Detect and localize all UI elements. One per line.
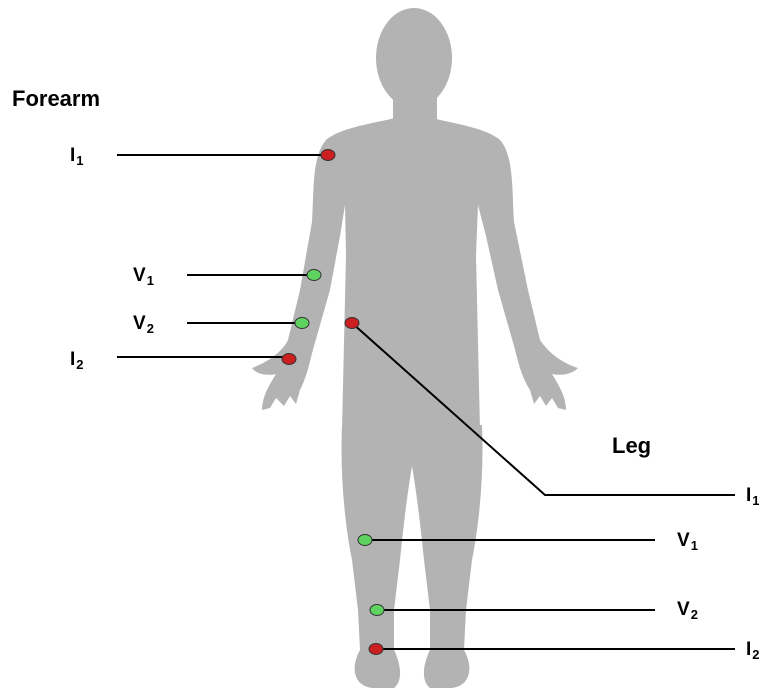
leg-label-v1-letter: V [677,530,690,551]
forearm-label-i2: I2 [70,349,84,372]
leg-v2-electrode [370,605,384,616]
forearm-title: Forearm [12,86,100,112]
leg-label-i2-letter: I [746,639,751,660]
forearm-label-v2-sub: 2 [147,321,154,336]
leg-v1-electrode [358,535,372,546]
forearm-v1-electrode [307,270,321,281]
forearm-i2-electrode [282,354,296,365]
leg-label-i2-sub: 2 [752,647,759,662]
forearm-label-v1-letter: V [133,265,146,286]
leg-label-i1-sub: 1 [752,493,759,508]
forearm-label-i2-sub: 2 [76,357,83,372]
forearm-label-v1-sub: 1 [147,273,154,288]
forearm-label-v2-letter: V [133,313,146,334]
forearm-v2-electrode [295,318,309,329]
leg-label-i2: I2 [746,639,760,662]
leg-label-v1: V1 [677,530,698,553]
forearm-label-i1-letter: I [70,145,75,166]
forearm-label-i1: I1 [70,145,84,168]
leg-i1-electrode [345,318,359,329]
leg-label-v2-letter: V [677,599,690,620]
forearm-i1-electrode [321,150,335,161]
forearm-label-v2: V2 [133,313,154,336]
leg-title: Leg [612,433,651,459]
leg-label-v2: V2 [677,599,698,622]
forearm-label-i2-letter: I [70,349,75,370]
leg-label-v1-sub: 1 [691,538,698,553]
leg-i2-electrode [369,644,383,655]
forearm-label-v1: V1 [133,265,154,288]
forearm-label-i1-sub: 1 [76,153,83,168]
leg-label-i1: I1 [746,485,760,508]
leg-label-v2-sub: 2 [691,607,698,622]
leg-label-i1-letter: I [746,485,751,506]
human-body-silhouette [252,8,578,688]
